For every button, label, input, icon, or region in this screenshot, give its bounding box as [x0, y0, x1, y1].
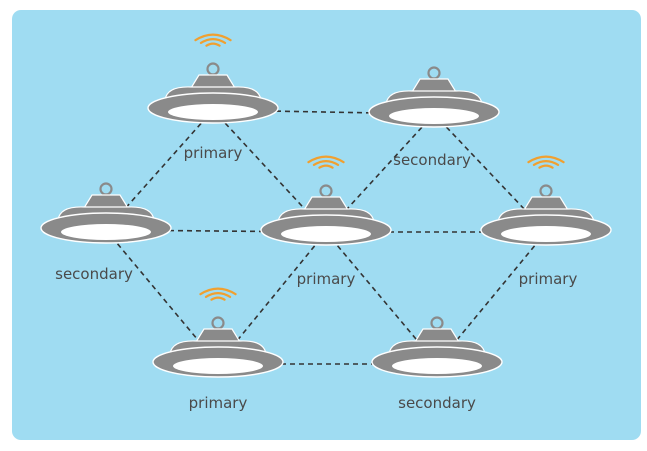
- nodes-layer: primary secondary secondary primary primary p…: [40, 33, 612, 412]
- lamp-cap: [194, 328, 242, 343]
- hook-ring: [206, 62, 220, 76]
- lamp-cap: [413, 328, 461, 343]
- lamp-lens: [281, 226, 371, 242]
- wifi-signal-icon: [194, 33, 232, 47]
- hook-ring: [539, 184, 553, 198]
- node-label: secondary: [393, 151, 471, 169]
- lamp-lens: [168, 104, 258, 120]
- lamp-cap: [410, 78, 458, 93]
- lamp-lens: [389, 108, 479, 124]
- lamp-lens: [173, 358, 263, 374]
- node-label: primary: [189, 394, 248, 412]
- hook-ring: [211, 316, 225, 330]
- high-bay-light-icon: [371, 316, 503, 378]
- lamp-cap: [82, 194, 130, 209]
- light-node-n7: secondary: [371, 316, 503, 412]
- mesh-link-n4-n7: [325, 231, 438, 365]
- light-node-n4: primary: [260, 155, 392, 288]
- high-bay-light-icon: [152, 316, 284, 378]
- hook-ring: [430, 316, 444, 330]
- lamp-lens: [501, 226, 591, 242]
- node-label: primary: [519, 270, 578, 288]
- lamp-cap: [302, 196, 350, 211]
- high-bay-light-icon: [147, 62, 279, 124]
- wifi-signal-icon: [307, 155, 345, 169]
- light-node-n5: primary: [480, 155, 612, 288]
- lamp-lens: [392, 358, 482, 374]
- node-label: primary: [297, 270, 356, 288]
- lamp-cap: [189, 74, 237, 89]
- wifi-signal-icon: [527, 155, 565, 169]
- wifi-signal-icon: [199, 287, 237, 301]
- mesh-link-n4-n6: [217, 231, 327, 365]
- high-bay-light-icon: [260, 184, 392, 246]
- mesh-link-n5-n7: [436, 231, 547, 365]
- node-label: primary: [184, 144, 243, 162]
- hook-ring: [99, 182, 113, 196]
- hook-ring: [427, 66, 441, 80]
- node-label: secondary: [55, 265, 133, 283]
- lamp-lens: [61, 224, 151, 240]
- hook-ring: [319, 184, 333, 198]
- node-label: secondary: [398, 394, 476, 412]
- lamp-cap: [522, 196, 570, 211]
- light-node-n2: secondary: [368, 66, 500, 169]
- light-node-n6: primary: [152, 287, 284, 412]
- high-bay-light-icon: [40, 182, 172, 244]
- high-bay-light-icon: [368, 66, 500, 128]
- light-node-n3: secondary: [40, 182, 172, 283]
- light-node-n1: primary: [147, 33, 279, 162]
- high-bay-light-icon: [480, 184, 612, 246]
